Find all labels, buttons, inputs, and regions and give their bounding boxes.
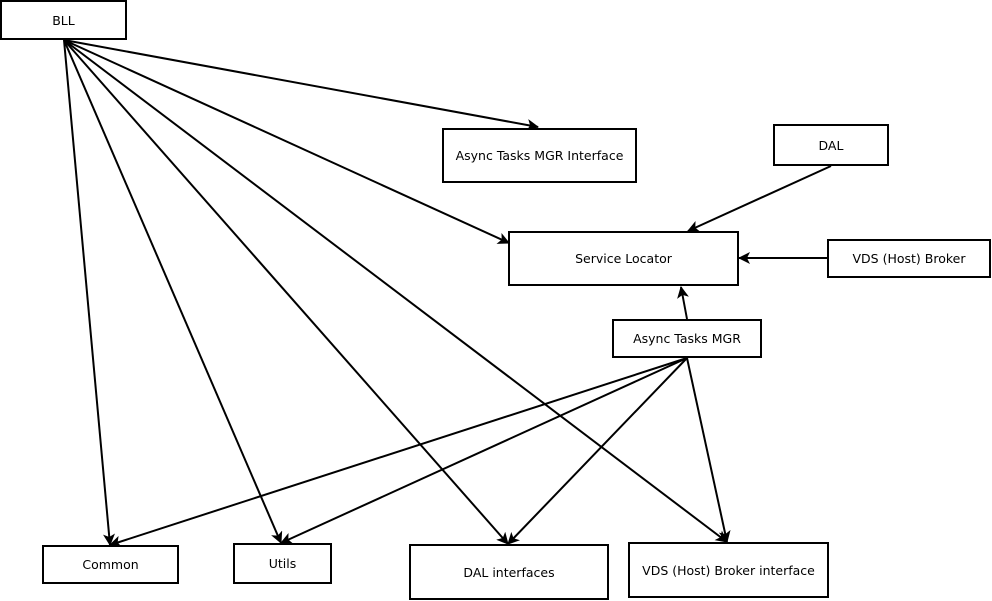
edge-bll-to-async-tasks-mgr-interface <box>63 39 539 131</box>
edge-async-tasks-mgr-to-vds-host-broker-interface <box>686 357 731 543</box>
node-dal: DAL <box>773 124 889 166</box>
node-service-locator: Service Locator <box>508 231 739 286</box>
edge-async-tasks-mgr-to-service-locator <box>677 286 689 320</box>
node-vds-host-broker-interface: VDS (Host) Broker interface <box>628 542 829 598</box>
node-utils: Utils <box>233 543 332 584</box>
node-async-tasks-mgr: Async Tasks MGR <box>612 319 762 358</box>
edge-async-tasks-mgr-to-common <box>109 357 688 548</box>
node-bll: BLL <box>0 0 127 40</box>
edge-bll-to-service-locator <box>63 39 510 244</box>
edge-async-tasks-mgr-to-dal-interfaces <box>507 357 688 545</box>
node-async-tasks-mgr-interface: Async Tasks MGR Interface <box>442 128 637 183</box>
edge-bll-to-dal-interfaces <box>63 39 509 545</box>
edge-bll-to-utils <box>63 39 283 544</box>
node-vds-host-broker: VDS (Host) Broker <box>827 239 991 278</box>
edge-bll-to-vds-host-broker-interface <box>63 39 728 543</box>
node-dal-interfaces: DAL interfaces <box>409 544 609 600</box>
edge-dal-to-service-locator <box>687 165 832 232</box>
edge-async-tasks-mgr-to-utils <box>280 357 688 544</box>
node-common: Common <box>42 545 179 584</box>
edge-bll-to-common <box>63 39 115 546</box>
